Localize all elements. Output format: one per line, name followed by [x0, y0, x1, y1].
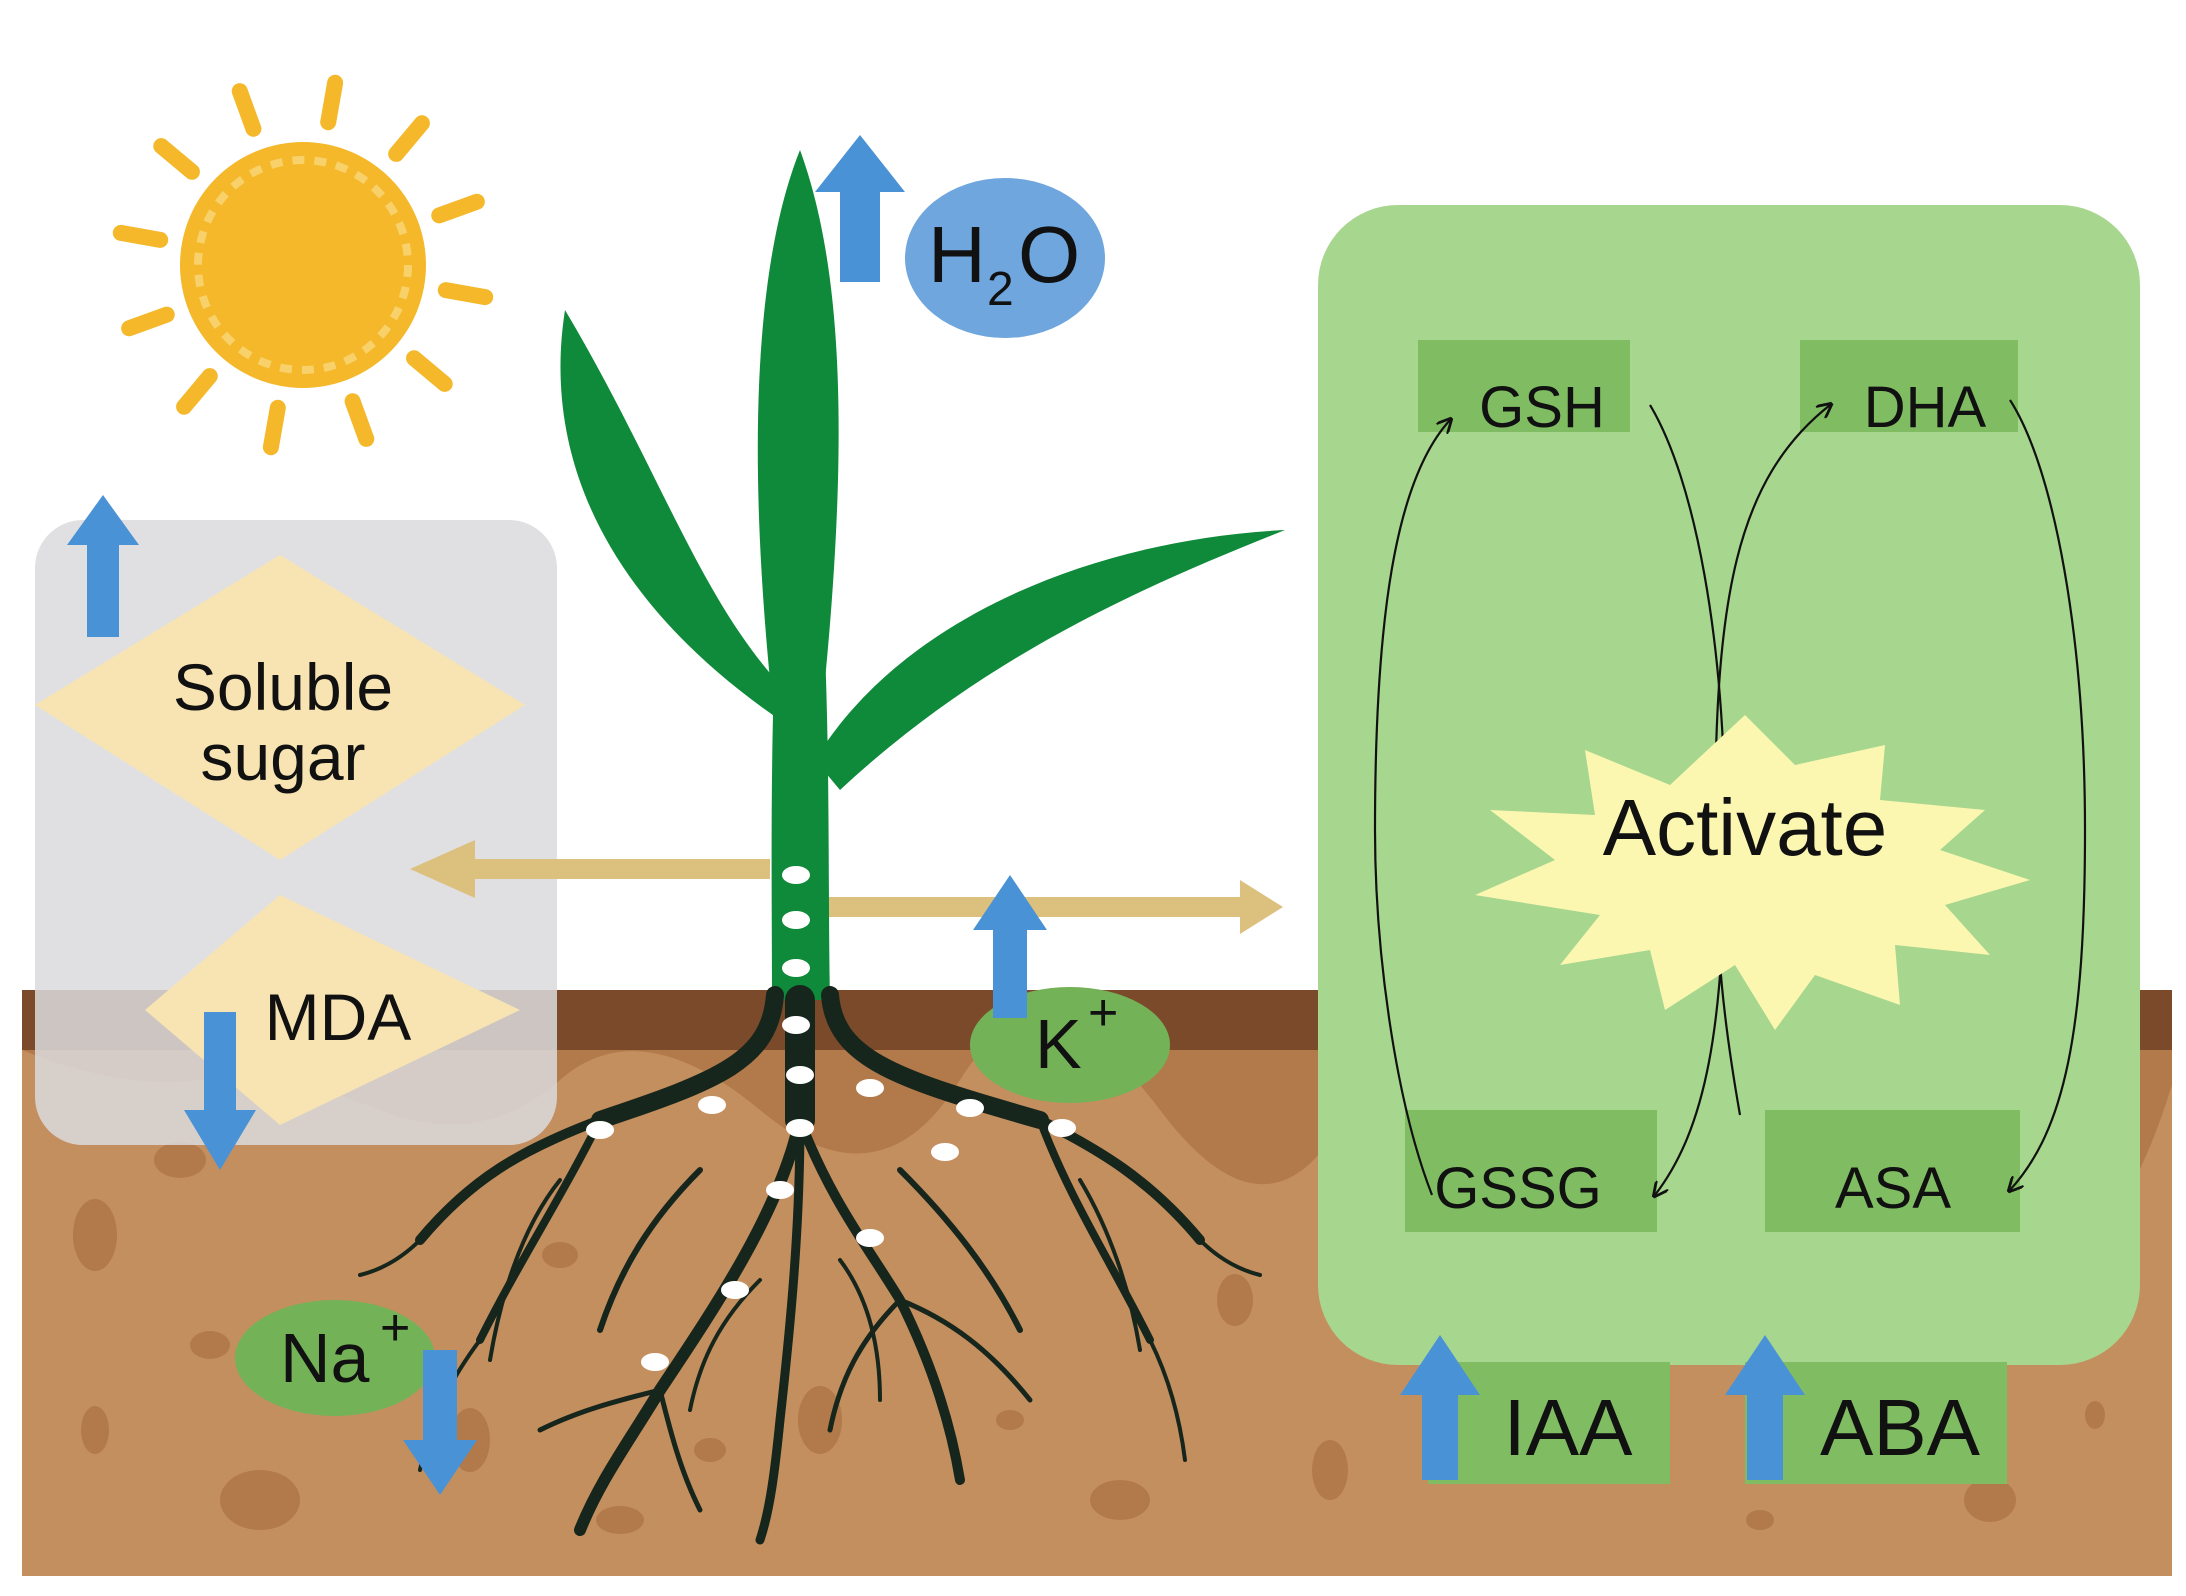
osmolyte-panel: Soluble sugar MDA — [35, 495, 557, 1170]
sodium-bubble — [235, 1300, 435, 1416]
iaa-label: IAA — [1504, 1383, 1634, 1472]
sodium-label: Na — [280, 1319, 370, 1397]
sodium-indicator: Na + — [235, 1299, 477, 1495]
right-transport-arrow-icon — [825, 880, 1283, 934]
water-indicator: H 2 O — [815, 135, 1105, 338]
mda-diamond — [145, 895, 520, 1125]
gssg-label: GSSG — [1434, 1156, 1602, 1221]
potassium-indicator: K + — [970, 875, 1170, 1103]
left-transport-arrow-icon — [410, 840, 770, 898]
hormone-indicators: IAA ABA — [1400, 1335, 2007, 1484]
asa-box — [1765, 1110, 2020, 1232]
soluble-sugar-up-arrow-icon — [67, 495, 139, 637]
sodium-down-arrow-icon — [403, 1350, 477, 1495]
potassium-label: K — [1035, 1005, 1082, 1083]
potassium-superscript: + — [1088, 984, 1118, 1042]
transport-arrows — [410, 840, 1283, 934]
antioxidant-panel: GSH DHA GSSG ASA Activate — [1318, 205, 2140, 1365]
soluble-sugar-label-line2: sugar — [200, 720, 365, 794]
asa-label: ASA — [1835, 1156, 1951, 1221]
sun-icon — [112, 74, 494, 456]
aba-label: ABA — [1820, 1383, 1981, 1472]
water-label: H — [928, 210, 986, 299]
water-label-o: O — [1018, 210, 1080, 299]
mda-down-arrow-icon — [184, 1012, 256, 1170]
root-nodes — [586, 1016, 1076, 1371]
plant-shoot — [560, 150, 1285, 1000]
water-subscript: 2 — [987, 263, 1014, 316]
mda-label: MDA — [265, 980, 412, 1054]
soluble-sugar-label: Soluble — [173, 650, 393, 724]
iaa-up-arrow-icon — [1400, 1335, 1480, 1480]
activate-burst — [1475, 715, 2030, 1030]
sodium-superscript: + — [380, 1299, 410, 1357]
water-bubble — [905, 178, 1105, 338]
dha-label: DHA — [1864, 375, 1987, 440]
water-up-arrow-icon — [815, 135, 905, 282]
activate-label: Activate — [1603, 783, 1888, 872]
gsh-label: GSH — [1479, 375, 1605, 440]
aba-up-arrow-icon — [1725, 1335, 1805, 1480]
dha-box — [1800, 340, 2018, 432]
gssg-box — [1405, 1110, 1657, 1232]
potassium-up-arrow-icon — [973, 875, 1047, 1018]
soluble-sugar-diamond — [35, 555, 525, 860]
